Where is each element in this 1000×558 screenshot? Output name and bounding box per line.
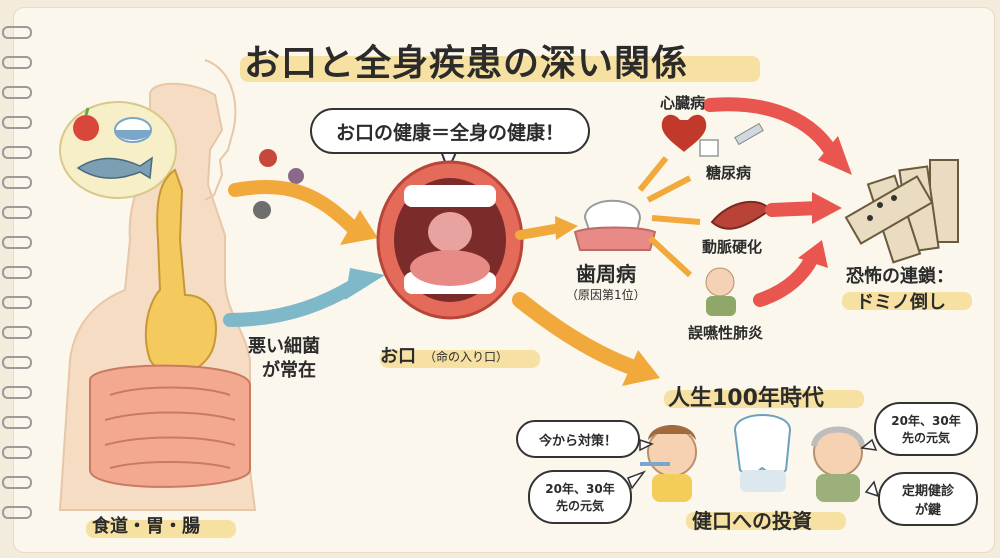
ring [2, 146, 32, 159]
investment-highlight [686, 512, 846, 530]
ring [2, 416, 32, 429]
tooth-icon [573, 199, 657, 251]
top-speech-bubble-text: お口の健康＝全身の健康！ [335, 121, 564, 144]
germs-icon [253, 149, 304, 219]
open-mouth-illustration [376, 160, 524, 320]
digestive-label: 食道・胃・腸 [92, 516, 200, 537]
bubble-checkup-line2: が鍵 [914, 503, 941, 518]
ring [2, 206, 32, 219]
ring [2, 86, 32, 99]
boy-brushing-icon [640, 425, 697, 502]
top-speech-bubble: お口の健康＝全身の健康！ [310, 108, 590, 154]
food-bubble [59, 101, 177, 199]
ring [2, 356, 32, 369]
bubble-right-health-line2: 先の元気 [901, 431, 950, 445]
intestines [89, 364, 251, 488]
page-title: お口と全身疾患の深い関係 [244, 43, 689, 84]
arrow-to-heart [637, 156, 669, 192]
arrow-to-diabetes [646, 175, 692, 203]
domino-label-line2: ドミノ倒し [856, 292, 946, 313]
arrow-mouth-to-tooth [515, 223, 565, 240]
bubble-checkup: 定期健診 が鍵 [878, 472, 978, 526]
era-highlight [664, 390, 864, 408]
bacteria-label-line1: 悪い細菌 [248, 336, 320, 357]
disease-heart-label: 心臓病 [660, 94, 706, 112]
ring [2, 56, 32, 69]
ring [2, 266, 32, 279]
ring [2, 476, 32, 489]
era-label: 人生100年時代 [668, 386, 824, 411]
domino-icon [844, 159, 959, 264]
mouth-label: お口 [380, 346, 416, 367]
mouth-highlight [380, 350, 540, 368]
domino-highlight [842, 292, 972, 310]
ring [2, 506, 32, 519]
digestive-highlight [86, 520, 236, 538]
arrow-red-diabetes [765, 201, 825, 217]
arrow-to-arterio [651, 215, 701, 225]
arrow-to-pneumonia [647, 235, 693, 278]
periodontal-sub-label: （原因第1位） [566, 288, 646, 302]
disease-diabetes-label: 糖尿病 [706, 164, 752, 182]
ring [2, 326, 32, 339]
grandpa-smiling-icon [811, 426, 865, 502]
arrow-teal-to-mouth [223, 278, 362, 327]
ring [2, 26, 32, 39]
bubble-left-health-line2: 先の元気 [555, 499, 604, 513]
arrow-red-heart [703, 97, 837, 157]
tooth-mascot-icon [733, 414, 792, 492]
arrow-orange-to-mouth [228, 180, 362, 237]
investment-label: 健口への投資 [692, 509, 812, 533]
bubble-left-health: 20年、30年 先の元気 [528, 470, 632, 524]
ring [2, 296, 32, 309]
title-highlight [240, 56, 760, 82]
ring [2, 116, 32, 129]
elderly-cough-icon [705, 267, 736, 316]
bubble-left-health-line1: 20年、30年 [545, 482, 615, 496]
ring [2, 386, 32, 399]
ring [2, 236, 32, 249]
broken-heart-icon [661, 114, 707, 152]
sugar-syringe-icon [699, 122, 764, 157]
domino-label-line1: 恐怖の連鎖： [846, 266, 954, 287]
ring [2, 446, 32, 459]
ring [2, 176, 32, 189]
bubble-checkup-line1: 定期健診 [901, 484, 954, 499]
bubble-right-health: 20年、30年 先の元気 [874, 402, 978, 456]
bubble-now: 今から対策！ [516, 420, 640, 458]
disease-pneumonia-label: 誤嚥性肺炎 [688, 324, 764, 342]
face-profile [204, 59, 237, 201]
periodontal-label: 歯周病 [576, 262, 636, 286]
bacteria-label-line2: が常在 [262, 360, 316, 381]
artery-icon [710, 201, 772, 230]
arrow-mouth-to-era [512, 292, 648, 378]
arrow-red-pneumonia [753, 251, 819, 307]
bubble-now-text: 今から対策！ [538, 433, 617, 449]
bubble-right-health-line1: 20年、30年 [891, 414, 961, 428]
disease-arterio-label: 動脈硬化 [702, 238, 763, 256]
mouth-sub-label: （命の入り口） [424, 350, 509, 364]
